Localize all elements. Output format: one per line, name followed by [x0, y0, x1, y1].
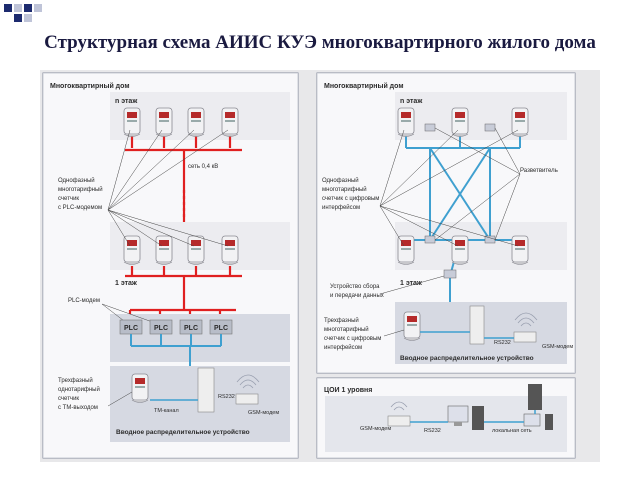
meter-icon [511, 235, 529, 265]
meter-icon [123, 107, 141, 137]
meter-icon [187, 235, 205, 265]
network-label: сеть 0,4 кВ [188, 164, 218, 170]
meter-icon [187, 107, 205, 137]
right-meter-description: Однофазный многотарифный счетчик с цифро… [322, 177, 381, 211]
svg-text:PLC: PLC [184, 325, 198, 332]
gsm-modem-device [235, 393, 259, 405]
three-phase-meter-icon [403, 311, 421, 341]
left-floor-n-label: n этаж [115, 98, 138, 105]
data-center-panel: ЦОИ 1 уровня GSM-модем RS232 локальная с… [316, 377, 576, 459]
corner-decoration [4, 4, 42, 22]
svg-text:RS232: RS232 [218, 394, 235, 400]
left-floor-1-label: 1 этаж [115, 280, 138, 287]
svg-text:RS232: RS232 [424, 428, 441, 434]
plc-modem-label: PLC-модем [68, 298, 100, 304]
right-panel: Многоквартирный дом n этаж 1 этаж [316, 72, 576, 374]
splitter-device [424, 123, 436, 132]
collector-description: Устройство сбора и передачи данных [330, 283, 384, 299]
svg-text:n этаж: n этаж [400, 98, 423, 105]
tm-channel-device [197, 367, 215, 413]
left-panel: Многоквартирный дом n этаж 1 этаж [42, 72, 299, 459]
meter-description: Однофазный многотарифный счетчик с PLC-м… [58, 177, 104, 211]
antenna-icon [514, 312, 538, 327]
page-title: Структурная схема АИИС КУЭ многоквартирн… [44, 32, 596, 53]
svg-text:PLC: PLC [124, 325, 138, 332]
splitter-label: Разветвитель [520, 168, 558, 174]
plc-modem: PLC [209, 319, 233, 335]
meter-icon [451, 107, 469, 137]
meter-icon [221, 235, 239, 265]
workstation-icon [523, 413, 541, 427]
antenna-icon [390, 401, 408, 411]
right-input-device-label: Вводное распределительное устройство [400, 354, 534, 362]
gsm-modem-device [387, 415, 411, 427]
svg-text:ТМ-канал: ТМ-канал [154, 408, 179, 414]
meter-icon [155, 235, 173, 265]
svg-text:1 этаж: 1 этаж [400, 280, 423, 287]
three-phase-meter-icon [131, 373, 149, 403]
meter-icon [451, 235, 469, 265]
svg-text:PLC: PLC [154, 325, 168, 332]
plc-modem: PLC [119, 319, 143, 335]
right-building-label: Многоквартирный дом [324, 82, 404, 90]
three-phase-description: Трехфазный однотарифный счетчик с ТМ-вых… [58, 377, 102, 411]
svg-text:GSM-модем: GSM-модем [542, 344, 573, 350]
input-device-label: Вводное распределительное устройство [116, 428, 250, 436]
server-monitor-icon [447, 405, 469, 423]
left-building-label: Многоквартирный дом [50, 82, 130, 90]
svg-text:GSM-модем: GSM-модем [248, 410, 279, 416]
center-title: ЦОИ 1 уровня [324, 387, 372, 394]
data-collector-device [469, 305, 485, 345]
splitter-device [484, 123, 496, 132]
svg-text:RS232: RS232 [494, 340, 511, 346]
server-tower-icon [472, 406, 484, 430]
right-three-phase-description: Трехфазный многотарифный счетчик с цифро… [324, 317, 383, 351]
meter-icon [397, 107, 415, 137]
plc-modem: PLC [179, 319, 203, 335]
meter-icon [155, 107, 173, 137]
svg-text:локальная сеть: локальная сеть [492, 428, 532, 434]
aiis-kue-diagram: Многоквартирный дом n этаж 1 этаж [40, 70, 600, 462]
gsm-modem-device [513, 331, 537, 343]
plc-modem: PLC [149, 319, 173, 335]
antenna-icon [236, 374, 260, 389]
svg-text:PLC: PLC [214, 325, 228, 332]
svg-text:GSM-модем: GSM-модем [360, 426, 391, 432]
collector-device [443, 269, 457, 279]
splitter-device [424, 235, 436, 244]
server-rack-icon [528, 384, 542, 410]
